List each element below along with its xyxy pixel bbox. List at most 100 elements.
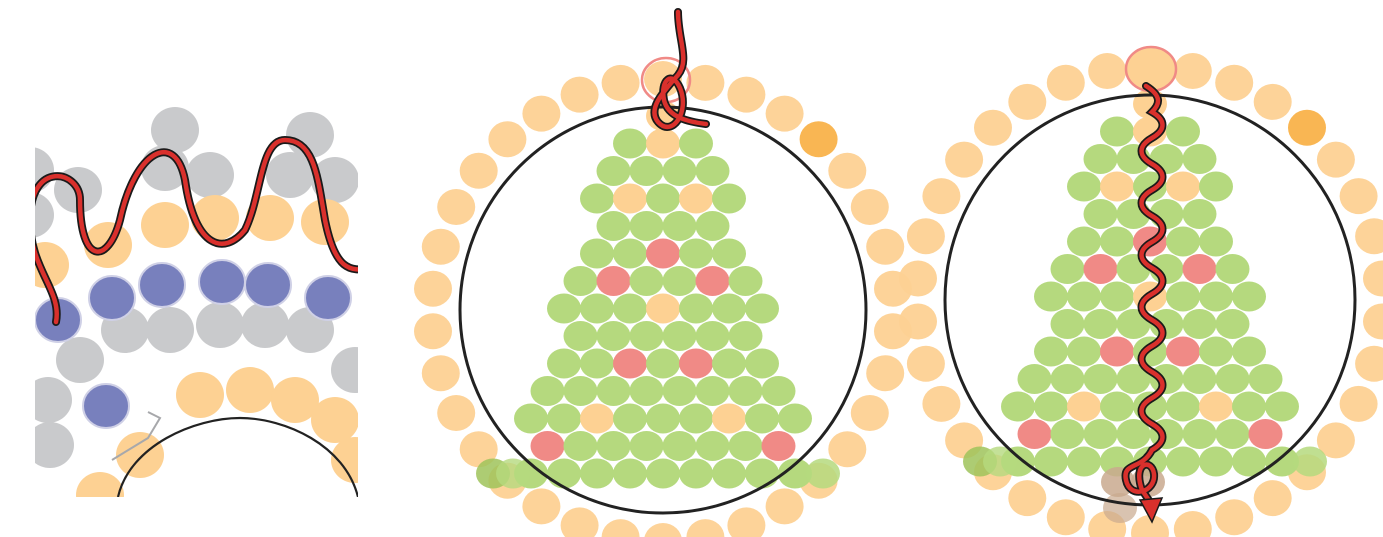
tree-bead-orange bbox=[613, 184, 647, 214]
tree-bead-orange bbox=[646, 129, 680, 159]
outer-ring-bead bbox=[1340, 386, 1378, 422]
outer-ring-bead bbox=[766, 96, 804, 132]
tree-bead-red bbox=[1084, 254, 1118, 284]
outer-ring-bead bbox=[974, 110, 1012, 146]
tree-bead-green bbox=[762, 376, 796, 406]
outer-ring-bead bbox=[1254, 84, 1292, 120]
tree-bead-green bbox=[630, 266, 664, 296]
tree-bead-green bbox=[1183, 309, 1217, 339]
tree-bead-green bbox=[696, 376, 730, 406]
tree-bead-green bbox=[745, 349, 779, 379]
tree-bead-green bbox=[745, 404, 779, 434]
outer-ring-bead bbox=[1174, 511, 1212, 537]
tree-bead-green bbox=[547, 404, 581, 434]
detail-bead-gray bbox=[26, 422, 74, 468]
detail-bead-blue bbox=[305, 276, 351, 320]
tree-bead-green bbox=[1018, 364, 1052, 394]
outer-ring-bead bbox=[644, 523, 682, 537]
outer-ring-bead bbox=[866, 229, 904, 265]
outer-ring-bead bbox=[414, 271, 452, 307]
tree-bead-green bbox=[1001, 392, 1035, 422]
tree-bead-red bbox=[1183, 254, 1217, 284]
tree-bead-green bbox=[663, 266, 697, 296]
tree-bead-green bbox=[1216, 364, 1250, 394]
tree-bead-green bbox=[1183, 199, 1217, 229]
outer-ring-bead bbox=[1008, 84, 1046, 120]
tree-bead-green bbox=[580, 349, 614, 379]
tree-bead-green bbox=[613, 129, 647, 159]
tree-bead-green bbox=[630, 431, 664, 461]
tree-bead-green bbox=[646, 349, 680, 379]
tree-bead-green bbox=[679, 294, 713, 324]
outer-ring-bead bbox=[522, 96, 560, 132]
outer-ring-bead bbox=[561, 77, 599, 113]
tree-bead-green bbox=[613, 404, 647, 434]
tree-bead-green bbox=[1034, 337, 1068, 367]
tree-bead-green bbox=[696, 431, 730, 461]
outer-ring-bead bbox=[1215, 65, 1253, 101]
tree-bead-green bbox=[1166, 392, 1200, 422]
tree-bead-orange bbox=[712, 404, 746, 434]
tree-bead-green bbox=[630, 156, 664, 186]
outer-ring-bead bbox=[437, 189, 475, 225]
outer-ring-bead bbox=[686, 65, 724, 101]
tree-bead-green bbox=[613, 459, 647, 489]
outer-ring-bead bbox=[1254, 480, 1292, 516]
tree-bead-green bbox=[1100, 282, 1134, 312]
outer-ring-bead bbox=[851, 395, 889, 431]
detail-bead-gray bbox=[186, 152, 234, 198]
outer-ring-bead bbox=[1215, 499, 1253, 535]
tree-bead-red bbox=[646, 239, 680, 269]
tree-bead-orange bbox=[1100, 172, 1134, 202]
outer-ring-bead bbox=[1088, 53, 1126, 89]
tree-bead-green bbox=[1051, 309, 1085, 339]
tree-bead-green bbox=[597, 211, 631, 241]
tree-bead-orange bbox=[1166, 172, 1200, 202]
tree-bead-green bbox=[580, 184, 614, 214]
tree-bead-green bbox=[1034, 392, 1068, 422]
tree-bead-green bbox=[1183, 364, 1217, 394]
ornament-step-2-panel bbox=[899, 47, 1383, 537]
tree-bead-green bbox=[679, 239, 713, 269]
tree-bead-brown bbox=[1103, 493, 1137, 523]
tree-bead-green bbox=[729, 431, 763, 461]
tree-bead-red bbox=[1100, 337, 1134, 367]
outer-ring-bead bbox=[686, 519, 724, 537]
outer-ring-bead bbox=[945, 142, 983, 178]
tree-bead-green bbox=[564, 431, 598, 461]
outer-ring-bead bbox=[602, 65, 640, 101]
tree-bead-green bbox=[496, 459, 530, 489]
tree-bead-green bbox=[1034, 282, 1068, 312]
tree-bead-green bbox=[1265, 392, 1299, 422]
tree-bead-green bbox=[646, 404, 680, 434]
tree-bead-green bbox=[1216, 419, 1250, 449]
tree-bead-orange bbox=[1067, 392, 1101, 422]
tree-bead-green bbox=[1199, 337, 1233, 367]
tree-bead-green bbox=[1199, 447, 1233, 477]
tree-bead-green bbox=[597, 156, 631, 186]
tree-bead-red bbox=[762, 431, 796, 461]
detail-bead-blue bbox=[199, 260, 245, 304]
detail-bead-orange bbox=[226, 367, 274, 413]
detail-bead-blue bbox=[83, 384, 129, 428]
tree-bead-green bbox=[1232, 392, 1266, 422]
tree-bead-green bbox=[679, 129, 713, 159]
tree-bead-green bbox=[630, 211, 664, 241]
tree-bead-green bbox=[1067, 227, 1101, 257]
tree-bead-green bbox=[1084, 419, 1118, 449]
tree-bead-green bbox=[1166, 227, 1200, 257]
outer-ring-bead bbox=[899, 304, 937, 340]
tree-bead-orange bbox=[580, 404, 614, 434]
tree-bead-green bbox=[1067, 337, 1101, 367]
tree-bead-orange bbox=[1199, 392, 1233, 422]
tree-bead-green bbox=[696, 321, 730, 351]
tree-bead-green bbox=[679, 459, 713, 489]
outer-ring-bead bbox=[1047, 65, 1085, 101]
outer-ring-bead bbox=[766, 488, 804, 524]
outer-ring-bead bbox=[488, 121, 526, 157]
tree-bead-green bbox=[1051, 419, 1085, 449]
outer-ring-bead bbox=[899, 261, 937, 297]
tree-bead-red bbox=[531, 431, 565, 461]
tree-bead-green bbox=[564, 376, 598, 406]
detail-bead-blue bbox=[139, 263, 185, 307]
